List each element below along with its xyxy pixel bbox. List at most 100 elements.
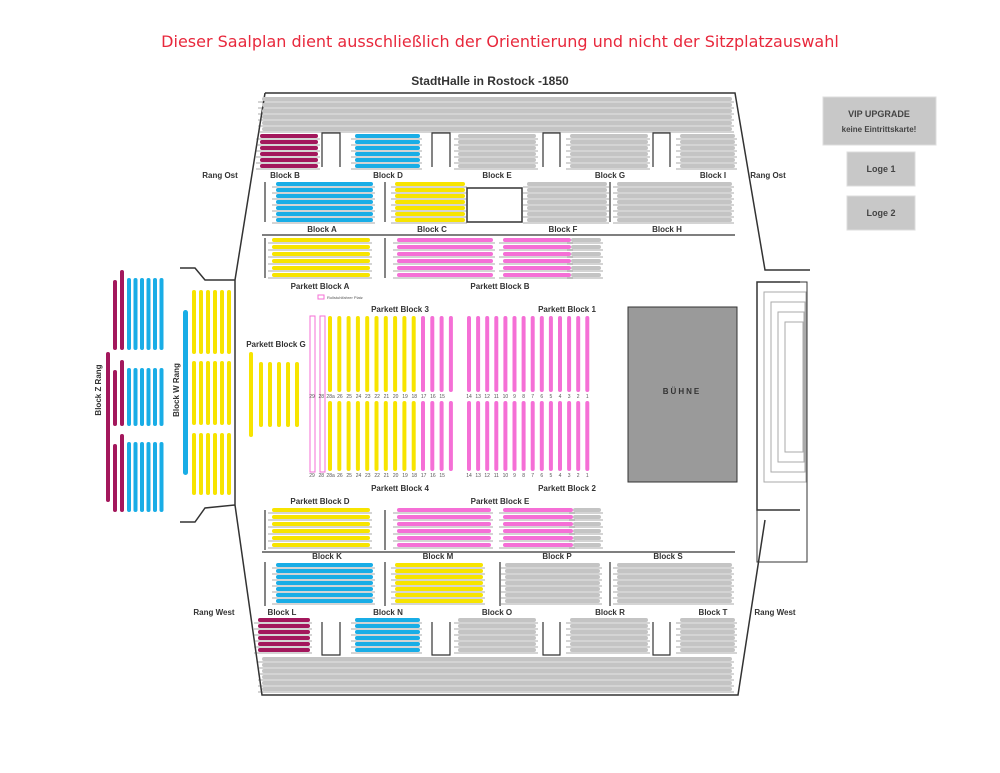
column-number: 9 xyxy=(513,394,516,400)
seat-row-block-k xyxy=(276,563,373,567)
stage-structure xyxy=(756,281,808,563)
seat-row-parkett-d xyxy=(272,515,370,519)
seat-row-block-n xyxy=(355,648,420,652)
seat-col-parkett-2 xyxy=(576,401,581,471)
column-number: 5 xyxy=(550,394,553,400)
seat-row-block-f xyxy=(527,212,607,216)
seat-col-block-w xyxy=(192,290,196,354)
label-rang-ost-right: Rang Ost xyxy=(750,171,786,180)
seat-row-block-c xyxy=(395,182,465,186)
label-parkett-e: Parkett Block E xyxy=(471,497,530,506)
label-block-k: Block K xyxy=(312,552,342,561)
column-number: 22 xyxy=(374,473,380,479)
seat-row-parkett-e xyxy=(573,508,601,512)
seat-col-parkett-4 xyxy=(383,401,388,471)
seat-col-parkett-1 xyxy=(485,316,490,392)
column-number: 8 xyxy=(522,394,525,400)
seat-row-block-b xyxy=(260,164,318,168)
seat-row-block-r xyxy=(570,618,648,622)
seat-row-parkett-b xyxy=(503,266,571,270)
seat-col-block-z xyxy=(133,442,138,512)
column-number: 4 xyxy=(559,394,562,400)
label-rang-ost-left: Rang Ost xyxy=(202,171,238,180)
label-block-z-rang: Block Z Rang xyxy=(94,364,103,415)
column-number: 3 xyxy=(568,473,571,479)
seat-row-block-o xyxy=(458,624,536,628)
label-block-s: Block S xyxy=(653,552,683,561)
label-block-d: Block D xyxy=(373,171,403,180)
seat-row-block-f xyxy=(527,188,607,192)
label-block-m: Block M xyxy=(423,552,454,561)
seat-row-block-o xyxy=(458,630,536,634)
seat-row-block-a xyxy=(276,200,373,204)
seat-row-block-p xyxy=(505,563,600,567)
seat-row-parkett-b xyxy=(503,273,571,277)
seat-col-parkett-4 xyxy=(411,401,416,471)
label-block-c: Block C xyxy=(417,225,447,234)
seat-row-block-s xyxy=(617,581,732,585)
seat-col-parkett-3 xyxy=(421,316,425,392)
seat-col-block-z xyxy=(120,360,124,426)
seat-col-block-z xyxy=(146,368,151,426)
seat-col-block-z xyxy=(153,368,157,426)
seat-row-block-g xyxy=(570,134,648,138)
label-rang-west-right: Rang West xyxy=(754,608,796,617)
seat-col-parkett-2 xyxy=(503,401,508,471)
seat-row-block-p xyxy=(505,569,600,573)
seat-row-parkett-d xyxy=(272,536,370,540)
vip-upgrade-box[interactable]: VIP UPGRADE keine Eintrittskarte! xyxy=(822,96,937,146)
seat-row-block-m xyxy=(395,599,483,603)
seat-row-block-i xyxy=(680,146,735,150)
seat-row-block-t xyxy=(680,624,735,628)
seat-row-parkett-e xyxy=(573,543,601,547)
seat-col-parkett-2 xyxy=(558,401,562,471)
column-number: 20 xyxy=(393,394,399,400)
seat-row-block-r xyxy=(570,624,648,628)
label-block-g: Block G xyxy=(595,171,625,180)
seat-row-block-f xyxy=(527,182,607,186)
column-number: 19 xyxy=(402,473,408,479)
seat-row-block-k xyxy=(276,593,373,597)
plan-title: StadtHalle in Rostock -1850 xyxy=(411,74,569,88)
column-number: 18 xyxy=(412,394,418,400)
label-block-p: Block P xyxy=(542,552,572,561)
seat-row-block-l xyxy=(258,642,310,646)
stage xyxy=(627,306,738,483)
seat-row-block-l xyxy=(258,624,310,628)
label-parkett-b: Parkett Block B xyxy=(470,282,529,291)
seat-col-block-w xyxy=(213,361,217,425)
seat-col-parkett-3 xyxy=(439,316,444,392)
seat-row-parkett-a xyxy=(272,273,370,277)
seat-row-block-n xyxy=(355,630,420,634)
seat-col-parkett-2 xyxy=(512,401,517,471)
label-parkett-a: Parkett Block A xyxy=(291,282,350,291)
section-lines xyxy=(262,132,735,656)
label-block-n: Block N xyxy=(373,608,403,617)
seat-row-block-e xyxy=(458,146,536,150)
seat-row-parkett-b xyxy=(397,266,493,270)
seat-col-block-w xyxy=(227,361,231,425)
seat-row-block-l xyxy=(258,636,310,640)
loge-1-box[interactable]: Loge 1 xyxy=(846,151,916,187)
seat-row-block-e xyxy=(458,134,536,138)
seat-row-parkett-e xyxy=(503,522,573,526)
seat-row-gallery xyxy=(262,657,732,661)
seat-row-block-d xyxy=(355,146,420,150)
seat-col-parkett-4 xyxy=(421,401,425,471)
seat-row-block-k xyxy=(276,569,373,573)
seat-row-parkett-b xyxy=(503,259,571,263)
seat-row-block-k xyxy=(276,581,373,585)
column-number: 26 xyxy=(337,394,343,400)
seat-col-parkett-4 xyxy=(439,401,444,471)
seat-row-block-p xyxy=(505,593,600,597)
column-number: 21 xyxy=(384,473,390,479)
seat-col-parkett-2 xyxy=(530,401,535,471)
seat-row-block-b xyxy=(260,146,318,150)
seat-col-parkett-3 xyxy=(374,316,379,392)
seat-row-block-c xyxy=(395,212,465,216)
seat-row-parkett-b xyxy=(503,252,571,256)
seat-col-parkett-1 xyxy=(558,316,562,392)
seat-col-parkett-4 xyxy=(430,401,435,471)
seat-col-block-w xyxy=(213,433,217,495)
loge-2-box[interactable]: Loge 2 xyxy=(846,195,916,231)
